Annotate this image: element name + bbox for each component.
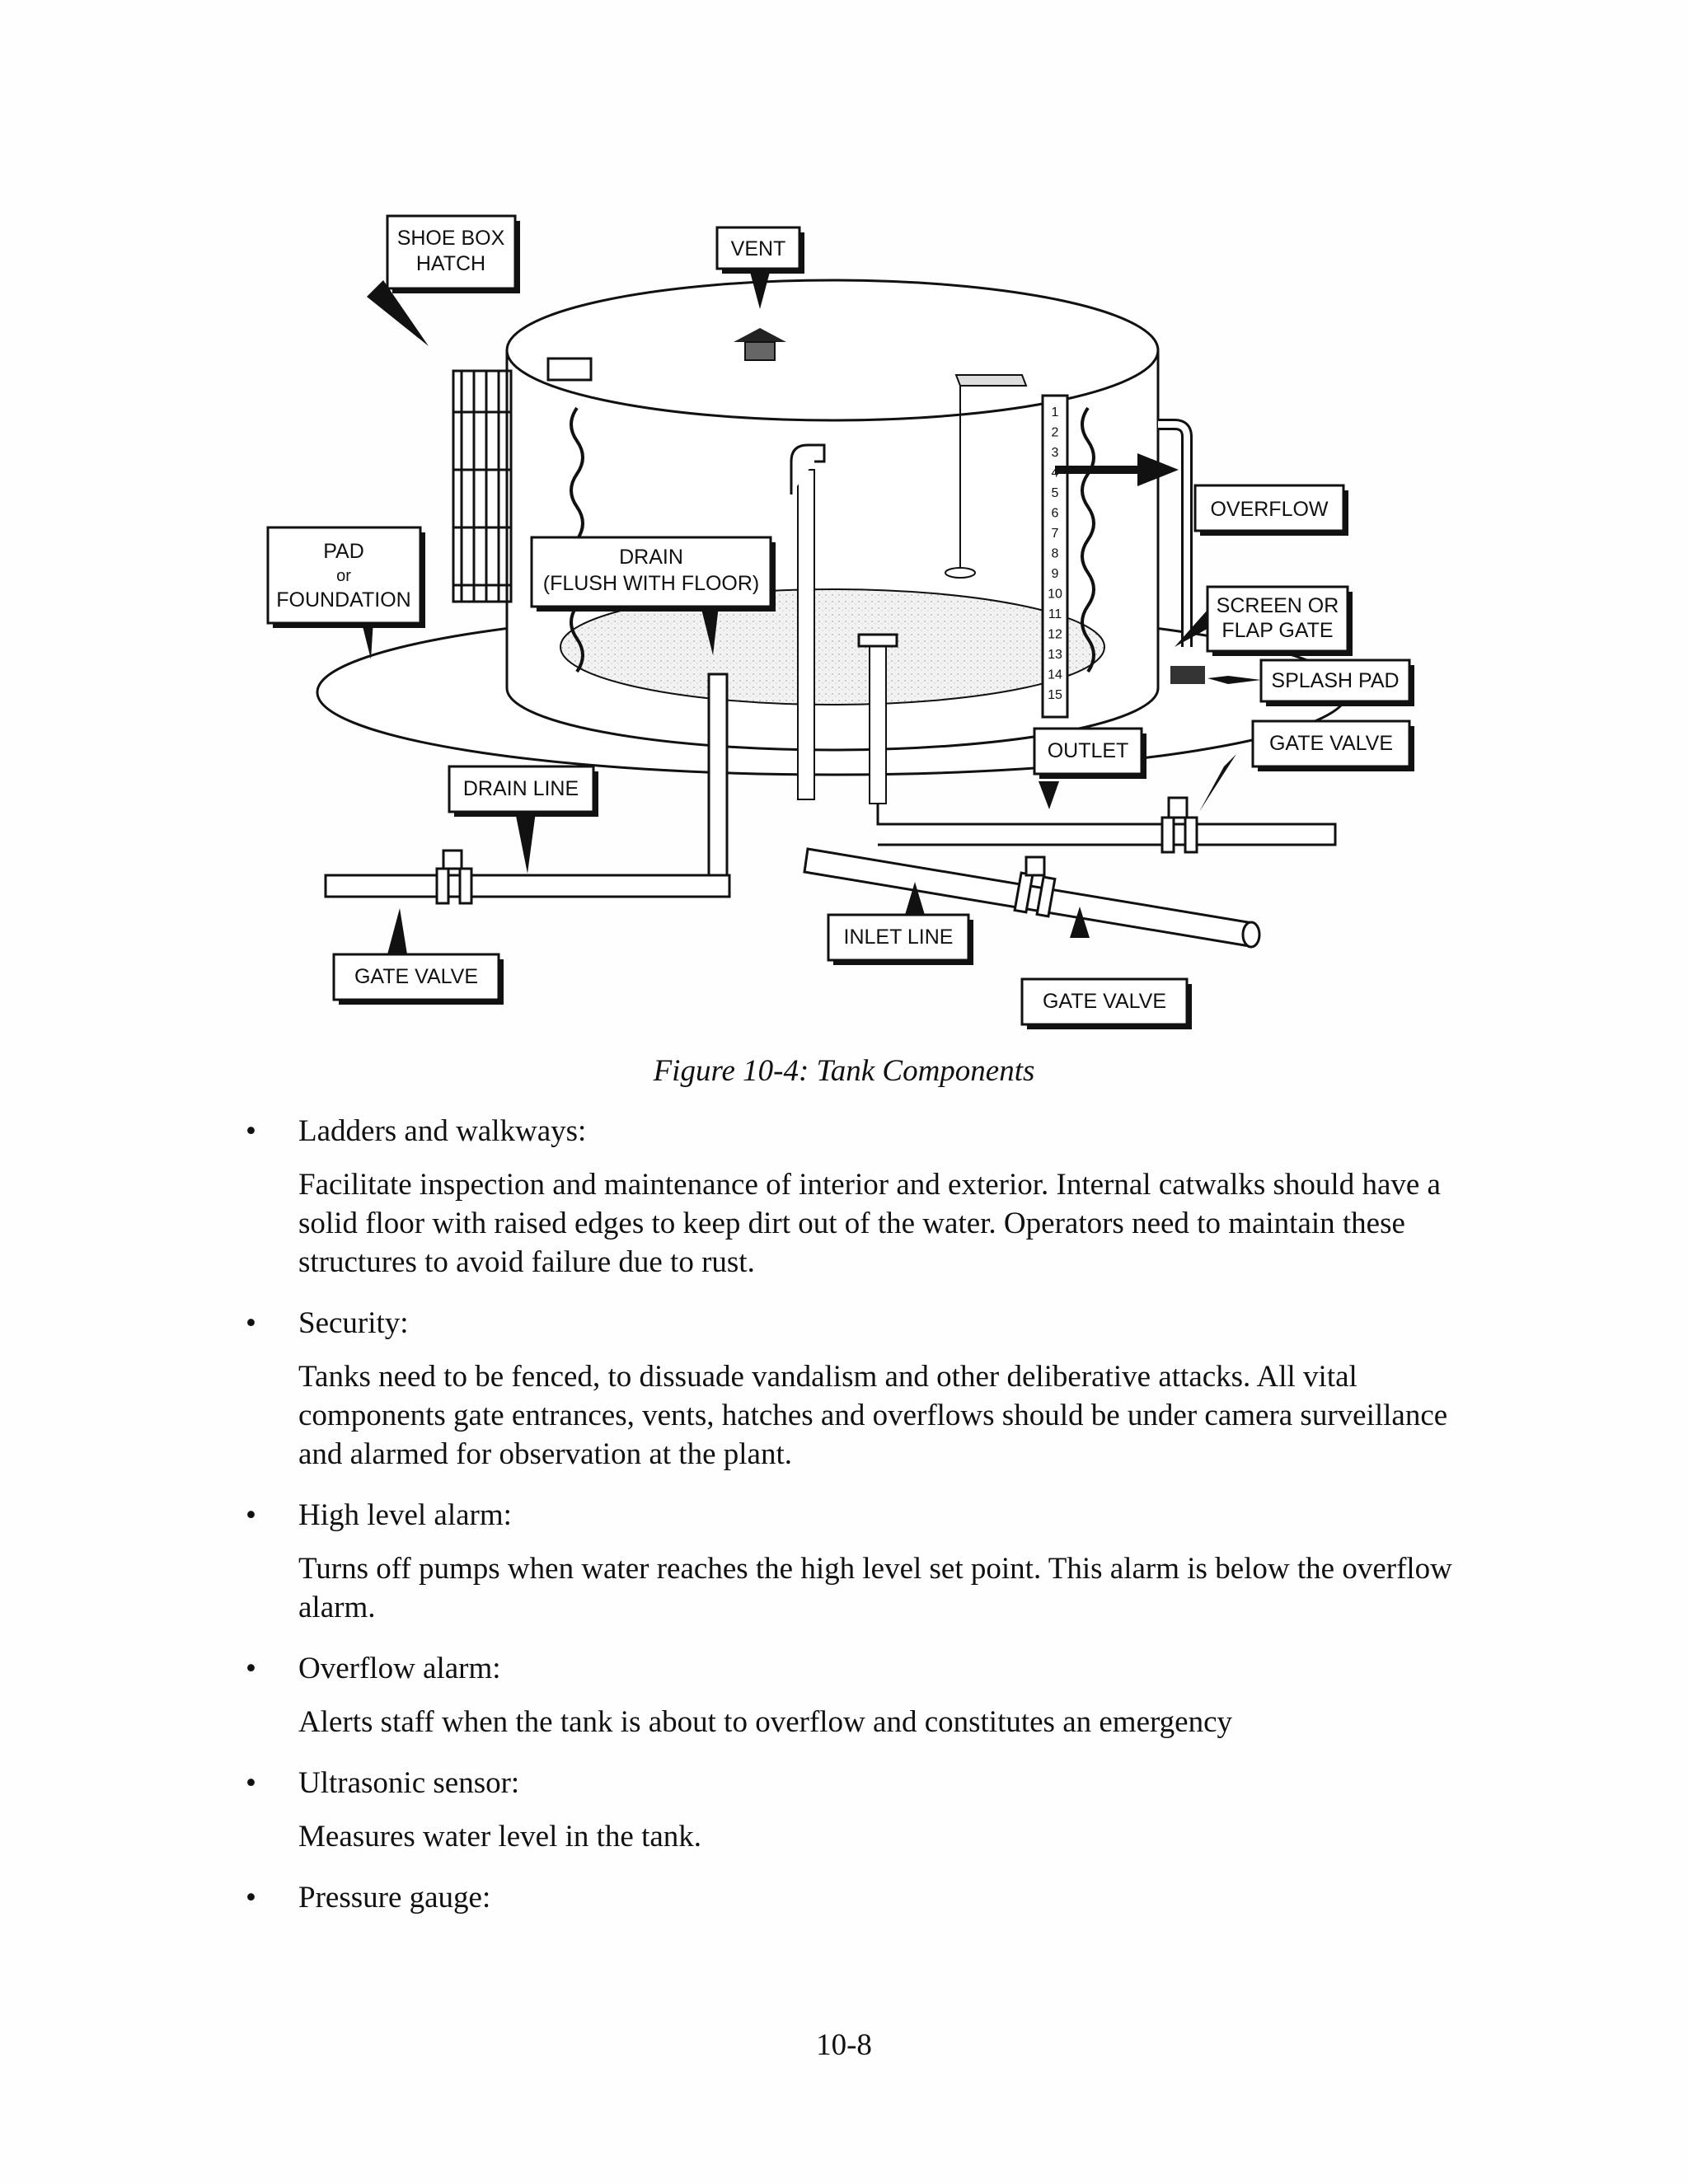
list-item: • Overflow alarm: Alerts staff when the … <box>246 1648 1482 1741</box>
inlet-line-pipe <box>803 847 1261 949</box>
shoe-box-hatch <box>546 357 593 382</box>
gauge-number: 2 <box>1052 426 1059 440</box>
list-item-description: Turns off pumps when water reaches the h… <box>298 1552 1452 1624</box>
gauge-number: 9 <box>1052 567 1059 581</box>
cutaway-right-edge <box>1081 406 1095 673</box>
label-drain: DRAIN (FLUSH WITH FLOOR) <box>530 536 776 612</box>
bullet-icon: • <box>246 1881 256 1915</box>
list-item-term: Ultrasonic sensor: <box>298 1766 520 1800</box>
list-item: • High level alarm: Turns off pumps when… <box>246 1495 1482 1627</box>
figure-caption: Figure 10-4: Tank Components <box>653 1054 1035 1088</box>
label-splash-pad: SPLASH PAD <box>1259 658 1414 706</box>
bullet-icon: • <box>246 1766 256 1800</box>
label-pad-line3: FOUNDATION <box>276 588 410 612</box>
label-outlet-text: OUTLET <box>1048 739 1129 762</box>
gauge-number: 7 <box>1052 527 1059 541</box>
level-float <box>945 567 976 579</box>
label-outlet: OUTLET <box>1033 727 1146 779</box>
list-item-description: Alerts staff when the tank is about to o… <box>298 1705 1232 1739</box>
gauge-number: 3 <box>1052 446 1059 460</box>
label-shoe-box-hatch-line2: HATCH <box>416 252 485 275</box>
label-drain-line-text: DRAIN LINE <box>463 777 579 800</box>
list-item-term: Overflow alarm: <box>298 1652 501 1685</box>
gauge-number: 10 <box>1048 588 1062 602</box>
level-gauge-board <box>1041 394 1069 719</box>
label-gate-valve-right: GATE VALVE <box>1251 719 1414 771</box>
label-splash-pad-text: SPLASH PAD <box>1271 669 1399 692</box>
label-pad-foundation: PAD or FOUNDATION <box>266 526 425 628</box>
label-pad-line2: or <box>336 567 351 585</box>
tank-floor <box>560 588 1105 705</box>
exterior-ladder <box>452 369 513 603</box>
gauge-number: 5 <box>1052 486 1059 500</box>
label-shoe-box-hatch: SHOE BOX HATCH <box>386 214 520 293</box>
list-item: • Ultrasonic sensor: Measures water leve… <box>246 1763 1482 1856</box>
label-vent: VENT <box>715 226 804 274</box>
gauge-number: 15 <box>1048 688 1062 702</box>
label-drain-line: DRAIN LINE <box>448 765 598 817</box>
gauge-number: 13 <box>1048 648 1062 662</box>
label-inlet-line-text: INLET LINE <box>844 926 954 949</box>
label-vent-text: VENT <box>731 237 786 260</box>
label-shoe-box-hatch-line1: SHOE BOX <box>397 227 505 250</box>
list-item-description: Facilitate inspection and maintenance of… <box>298 1168 1441 1279</box>
vent-symbol <box>734 328 786 361</box>
label-screen-line1: SCREEN OR <box>1217 594 1339 617</box>
gauge-number: 11 <box>1048 607 1062 621</box>
gauge-number: 6 <box>1052 507 1059 521</box>
outlet-line-pipe <box>876 796 1337 854</box>
bullet-icon: • <box>246 1306 256 1340</box>
label-screen-line2: FLAP GATE <box>1221 619 1333 642</box>
list-item-description: Tanks need to be fenced, to dissuade van… <box>298 1360 1448 1471</box>
list-item-term: Pressure gauge: <box>298 1881 491 1915</box>
list-item-term: Ladders and walkways: <box>298 1114 587 1148</box>
label-screen-flap-gate: SCREEN OR FLAP GATE <box>1206 585 1353 656</box>
label-gate-valve-left-text: GATE VALVE <box>354 965 478 988</box>
label-drain-line2: (FLUSH WITH FLOOR) <box>543 572 760 595</box>
gauge-number: 14 <box>1048 668 1062 682</box>
gauge-number: 1 <box>1052 405 1059 419</box>
inlet-riser-pipe <box>790 443 826 800</box>
list-item: • Ladders and walkways: Facilitate inspe… <box>246 1111 1482 1282</box>
list-item: • Pressure gauge: <box>246 1877 1482 1919</box>
bullet-icon: • <box>246 1652 256 1685</box>
callout-arrows <box>354 272 1261 954</box>
list-item: • Security: Tanks need to be fenced, to … <box>246 1303 1482 1474</box>
label-overflow-text: OVERFLOW <box>1210 498 1328 521</box>
tank-components-figure: 123456789101112131415 <box>264 198 1434 1038</box>
page-number: 10-8 <box>816 2028 872 2062</box>
label-overflow: OVERFLOW <box>1193 484 1348 536</box>
component-list: • Ladders and walkways: Facilitate inspe… <box>246 1111 1482 1919</box>
drain-line-pipe <box>324 849 731 905</box>
bullet-icon: • <box>246 1114 256 1148</box>
gauge-number: 8 <box>1052 547 1059 561</box>
label-inlet-line: INLET LINE <box>827 913 973 965</box>
roof-hatch-right <box>954 374 1028 387</box>
tank-diagram: 123456789101112131415 <box>266 214 1414 1029</box>
list-item-description: Measures water level in the tank. <box>298 1820 702 1854</box>
gauge-number: 12 <box>1048 628 1062 642</box>
label-drain-line1: DRAIN <box>619 546 683 569</box>
label-gate-valve-right-text: GATE VALVE <box>1269 732 1393 755</box>
list-item-term: High level alarm: <box>298 1498 512 1532</box>
overflow-pipe <box>1158 419 1193 647</box>
drain-pipe-vertical <box>707 673 729 890</box>
label-gate-valve-bottom: GATE VALVE <box>1020 977 1192 1029</box>
label-gate-valve-bottom-text: GATE VALVE <box>1043 990 1166 1013</box>
label-gate-valve-left: GATE VALVE <box>332 953 504 1005</box>
bullet-icon: • <box>246 1498 256 1532</box>
splash-pad <box>1170 666 1205 684</box>
label-pad-line1: PAD <box>323 540 364 563</box>
list-item-term: Security: <box>298 1306 409 1340</box>
